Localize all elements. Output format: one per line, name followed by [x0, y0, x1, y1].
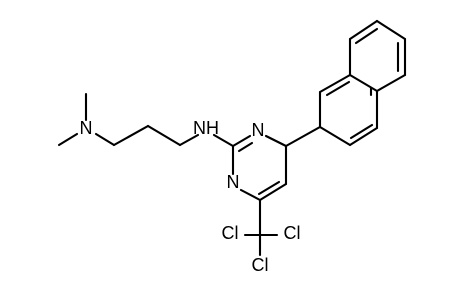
bond-c5-c4-inner [257, 180, 281, 196]
bond-nh-c2 [212, 133, 235, 148]
bond-ch2-nh [178, 133, 200, 147]
bond-nap-2-inner [349, 123, 374, 140]
naphthalene-group [318, 19, 407, 147]
bond-nap-5 [318, 73, 352, 94]
trichloromethyl-group [243, 198, 279, 257]
bond-c2-n1 [231, 134, 252, 148]
bond-c4-n3 [239, 188, 262, 202]
bond-n1-c6 [264, 134, 288, 148]
bond-nap-9 [375, 19, 407, 41]
atom-label-ring-n3: N [227, 172, 240, 192]
atom-label-amine-nh: NH [193, 118, 219, 138]
bond-nap-11 [375, 73, 407, 93]
bond-nap-8 [348, 19, 379, 41]
atom-label-dimethylamine-n: N [80, 118, 93, 138]
bond-nap-1 [318, 125, 352, 147]
atom-label-cl-right: Cl [284, 223, 301, 243]
bond-ch2-ch2b [146, 124, 182, 147]
atom-label-cl-bottom: Cl [252, 255, 269, 275]
bond-ring-naphthyl [284, 125, 322, 148]
bond-c2-n1-inner [237, 141, 254, 153]
pyrimidine-ring [231, 134, 288, 202]
bond-methyl-left [57, 132, 79, 147]
dimethylaminopropyl-chain [57, 92, 200, 147]
bond-ch2-ch2 [112, 124, 150, 147]
bond-nap-5-inner [325, 80, 351, 97]
bond-nap-8-inner [354, 27, 379, 45]
bond-nap-2 [348, 126, 379, 147]
bond-nap-4 [348, 73, 379, 93]
bond-n-ch2 [94, 132, 116, 147]
atom-label-cl-left: Cl [222, 223, 239, 243]
atom-label-ring-n1: N [252, 120, 265, 140]
bond-c5-c4 [258, 182, 288, 202]
